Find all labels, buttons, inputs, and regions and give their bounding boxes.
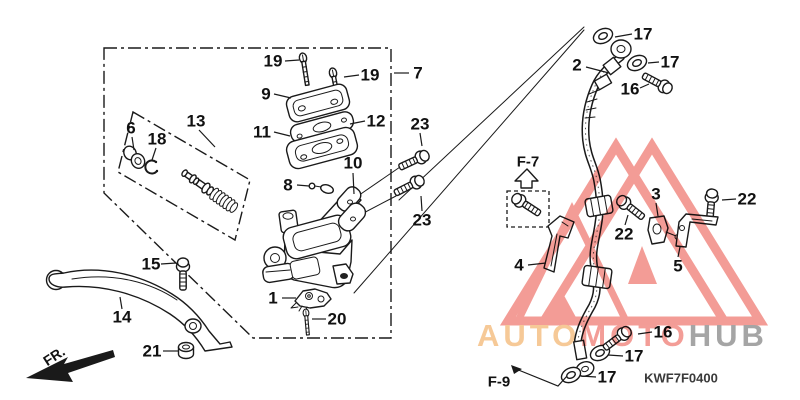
- callout-22-22[interactable]: 22: [615, 225, 634, 244]
- part-9-reservoir-cap[interactable]: [285, 82, 352, 123]
- leader-line-9-2: [273, 93, 292, 99]
- watermark-brand-text: AUTOMOTOHUB: [477, 318, 768, 353]
- callout-18-12[interactable]: 18: [148, 130, 167, 149]
- leader-line-18-12: [151, 147, 157, 161]
- leader-line-17-29: [580, 375, 597, 378]
- part-20-screw[interactable]: [302, 308, 312, 336]
- leader-line-19-0: [284, 59, 300, 62]
- f7-bolt-box: [506, 190, 550, 228]
- part-11-diaphragm[interactable]: [285, 125, 360, 170]
- callout-16-27[interactable]: 16: [654, 323, 673, 342]
- callout-13-10[interactable]: 13: [187, 112, 206, 131]
- callout-14-14[interactable]: 14: [113, 308, 132, 327]
- part-17-washer-a[interactable]: [590, 24, 616, 48]
- leader-line-6-11: [131, 136, 135, 151]
- part-21-pivot-nut[interactable]: [177, 341, 195, 360]
- leader-line-12-5: [349, 120, 366, 125]
- watermark-triangle-solid-a: [628, 246, 657, 284]
- callout-20-17[interactable]: 20: [328, 310, 347, 329]
- watermark-hub: HUB: [689, 318, 768, 353]
- callout-1-16[interactable]: 1: [268, 289, 277, 308]
- f7-reference-bolt[interactable]: [508, 190, 544, 220]
- fr-direction-arrow: [26, 350, 115, 382]
- part-14-brake-lever[interactable]: [45, 269, 233, 352]
- callout-3-23[interactable]: 3: [651, 185, 660, 204]
- callout-KWF7F0400-33[interactable]: KWF7F0400: [644, 371, 718, 386]
- part-18-circlip[interactable]: [144, 159, 159, 175]
- callout-17-28[interactable]: 17: [625, 347, 644, 366]
- part-16-banjo-bolt-top[interactable]: [639, 68, 676, 97]
- callout-16-21[interactable]: 16: [621, 80, 640, 99]
- piston-kit-box: [117, 110, 251, 242]
- assembly-boundaries: [103, 26, 585, 339]
- leader-line-17-19: [614, 33, 633, 38]
- part-8-bleeder[interactable]: [308, 182, 335, 195]
- leader-line-F-9-31: [515, 368, 568, 387]
- part-15-pivot-bolt[interactable]: [175, 257, 191, 291]
- callout-layer: 19 19 9 7 11 12 23 23 10 8 13 6 18 15 14 21 1 20 2 17 17 16 22…: [40, 25, 756, 391]
- leader-line-16-21: [639, 83, 650, 89]
- watermark: AUTOMOTOHUB: [477, 137, 769, 353]
- part-19-screw-a[interactable]: [297, 51, 312, 87]
- watermark-triangle-solid-b: [543, 288, 578, 321]
- callout-21-15[interactable]: 21: [143, 342, 162, 361]
- leader-line-22-24: [721, 198, 737, 201]
- callout-4-26[interactable]: 4: [514, 256, 524, 275]
- f7-up-arrow: [514, 168, 539, 189]
- callout-17-19[interactable]: 17: [634, 25, 653, 44]
- section-line-lower: [353, 29, 585, 294]
- leader-line-16-27: [637, 331, 653, 335]
- section-line-upper: [398, 26, 585, 201]
- leader-line-8-9: [296, 184, 310, 187]
- part-23-bolt-b[interactable]: [391, 172, 428, 200]
- callout-8-9[interactable]: 8: [283, 176, 292, 195]
- callout-10-8[interactable]: 10: [344, 154, 363, 173]
- front-recess: [289, 256, 321, 280]
- leader-line-10-8: [352, 172, 355, 195]
- leader-line-11-4: [273, 131, 291, 137]
- leader-line-2-18: [585, 66, 610, 74]
- leader-line-22-22: [624, 214, 629, 226]
- part-10-clamp[interactable]: [334, 184, 368, 234]
- leader-line-17-20: [647, 61, 660, 64]
- callout-F-7-30[interactable]: F-7: [517, 154, 540, 171]
- callout-6-11[interactable]: 6: [126, 119, 135, 138]
- leader-line-23-7: [420, 195, 423, 212]
- part-13-piston-spring[interactable]: [179, 167, 240, 215]
- leader-line-23-6: [419, 132, 423, 147]
- callout-17-29[interactable]: 17: [598, 368, 617, 387]
- callout-7-3[interactable]: 7: [413, 64, 422, 83]
- callout-22-24[interactable]: 22: [738, 190, 757, 209]
- callout-9-2[interactable]: 9: [261, 85, 270, 104]
- callout-17-20[interactable]: 17: [661, 53, 680, 72]
- watermark-moto: MOTO: [580, 318, 688, 353]
- leader-line-19-1: [343, 74, 360, 78]
- watermark-auto: AUTO: [477, 318, 580, 353]
- leader-line-13-10: [198, 129, 216, 148]
- part-master-cylinder-body[interactable]: [262, 188, 362, 289]
- callout-19-0[interactable]: 19: [264, 52, 283, 71]
- callout-19-1[interactable]: 19: [361, 66, 380, 85]
- part-23-bolt-a[interactable]: [396, 147, 432, 175]
- leader-line-15-13: [160, 262, 177, 265]
- part-6-boot[interactable]: [122, 144, 147, 170]
- callout-2-18[interactable]: 2: [572, 56, 581, 75]
- callout-23-6[interactable]: 23: [411, 115, 430, 134]
- callout-23-7[interactable]: 23: [413, 211, 432, 230]
- callout-F-9-31[interactable]: F-9: [488, 374, 511, 391]
- spring-coil: [209, 187, 239, 213]
- callout-5-25[interactable]: 5: [673, 257, 682, 276]
- reservoir-rim: [282, 214, 352, 260]
- leader-line-14-14: [119, 296, 123, 310]
- callout-12-5[interactable]: 12: [367, 112, 386, 131]
- part-1-bracket[interactable]: [290, 288, 332, 313]
- callout-11-4[interactable]: 11: [253, 123, 271, 142]
- callout-15-13[interactable]: 15: [142, 255, 161, 274]
- leader-line-17-28: [607, 354, 624, 357]
- outer-assembly-box: [103, 47, 392, 339]
